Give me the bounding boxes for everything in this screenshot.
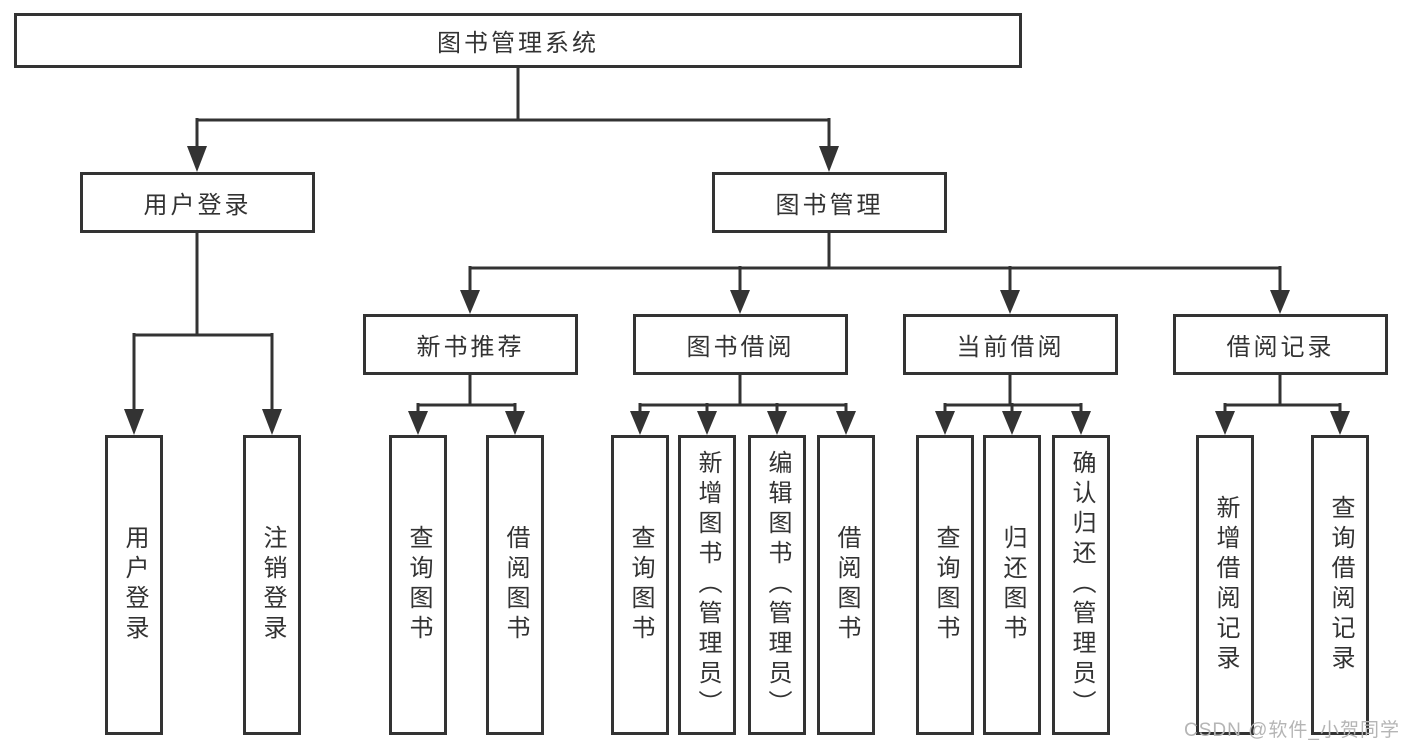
node-label: 注销登录 xyxy=(259,525,286,645)
node-label: 确认归还（管理员） xyxy=(1068,450,1095,720)
leaf-edit-books-admin: 编辑图书（管理员） xyxy=(748,435,806,735)
node-label: 图书管理 xyxy=(775,192,884,219)
node-label: 新增图书（管理员） xyxy=(694,450,721,720)
node-label: 查询图书 xyxy=(405,525,432,645)
leaf-borrow-books: 借阅图书 xyxy=(817,435,875,735)
node-book-borrow: 图书借阅 xyxy=(633,314,848,375)
leaf-borrow-books: 借阅图书 xyxy=(486,435,544,735)
node-label: 查询借阅记录 xyxy=(1327,495,1354,675)
node-label: 新书推荐 xyxy=(416,334,525,361)
leaf-query-books: 查询图书 xyxy=(611,435,669,735)
node-current-borrow: 当前借阅 xyxy=(903,314,1118,375)
node-label: 编辑图书（管理员） xyxy=(764,450,791,720)
node-label: 归还图书 xyxy=(999,525,1026,645)
node-library-system: 图书管理系统 xyxy=(14,13,1022,68)
leaf-query-books: 查询图书 xyxy=(916,435,974,735)
leaf-user-login: 用户登录 xyxy=(105,435,163,735)
node-label: 查询图书 xyxy=(932,525,959,645)
leaf-query-borrow-record: 查询借阅记录 xyxy=(1311,435,1369,735)
leaf-logout: 注销登录 xyxy=(243,435,301,735)
node-label: 用户登录 xyxy=(143,192,252,219)
node-label: 用户登录 xyxy=(121,525,148,645)
node-label: 当前借阅 xyxy=(956,334,1065,361)
node-new-book-recommend: 新书推荐 xyxy=(363,314,578,375)
leaf-query-books: 查询图书 xyxy=(389,435,447,735)
leaf-return-books: 归还图书 xyxy=(983,435,1041,735)
node-label: 图书借阅 xyxy=(686,334,795,361)
node-label: 新增借阅记录 xyxy=(1212,495,1239,675)
csdn-watermark: CSDN @软件_小贺同学 xyxy=(1184,720,1400,741)
leaf-confirm-return-admin: 确认归还（管理员） xyxy=(1052,435,1110,735)
node-label: 图书管理系统 xyxy=(437,30,599,57)
node-label: 借阅图书 xyxy=(502,525,529,645)
node-label: 借阅记录 xyxy=(1226,334,1335,361)
node-label: 查询图书 xyxy=(627,525,654,645)
leaf-add-books-admin: 新增图书（管理员） xyxy=(678,435,736,735)
node-borrow-records: 借阅记录 xyxy=(1173,314,1388,375)
node-label: 借阅图书 xyxy=(833,525,860,645)
node-book-management: 图书管理 xyxy=(712,172,947,233)
node-user-login-branch: 用户登录 xyxy=(80,172,315,233)
leaf-add-borrow-record: 新增借阅记录 xyxy=(1196,435,1254,735)
